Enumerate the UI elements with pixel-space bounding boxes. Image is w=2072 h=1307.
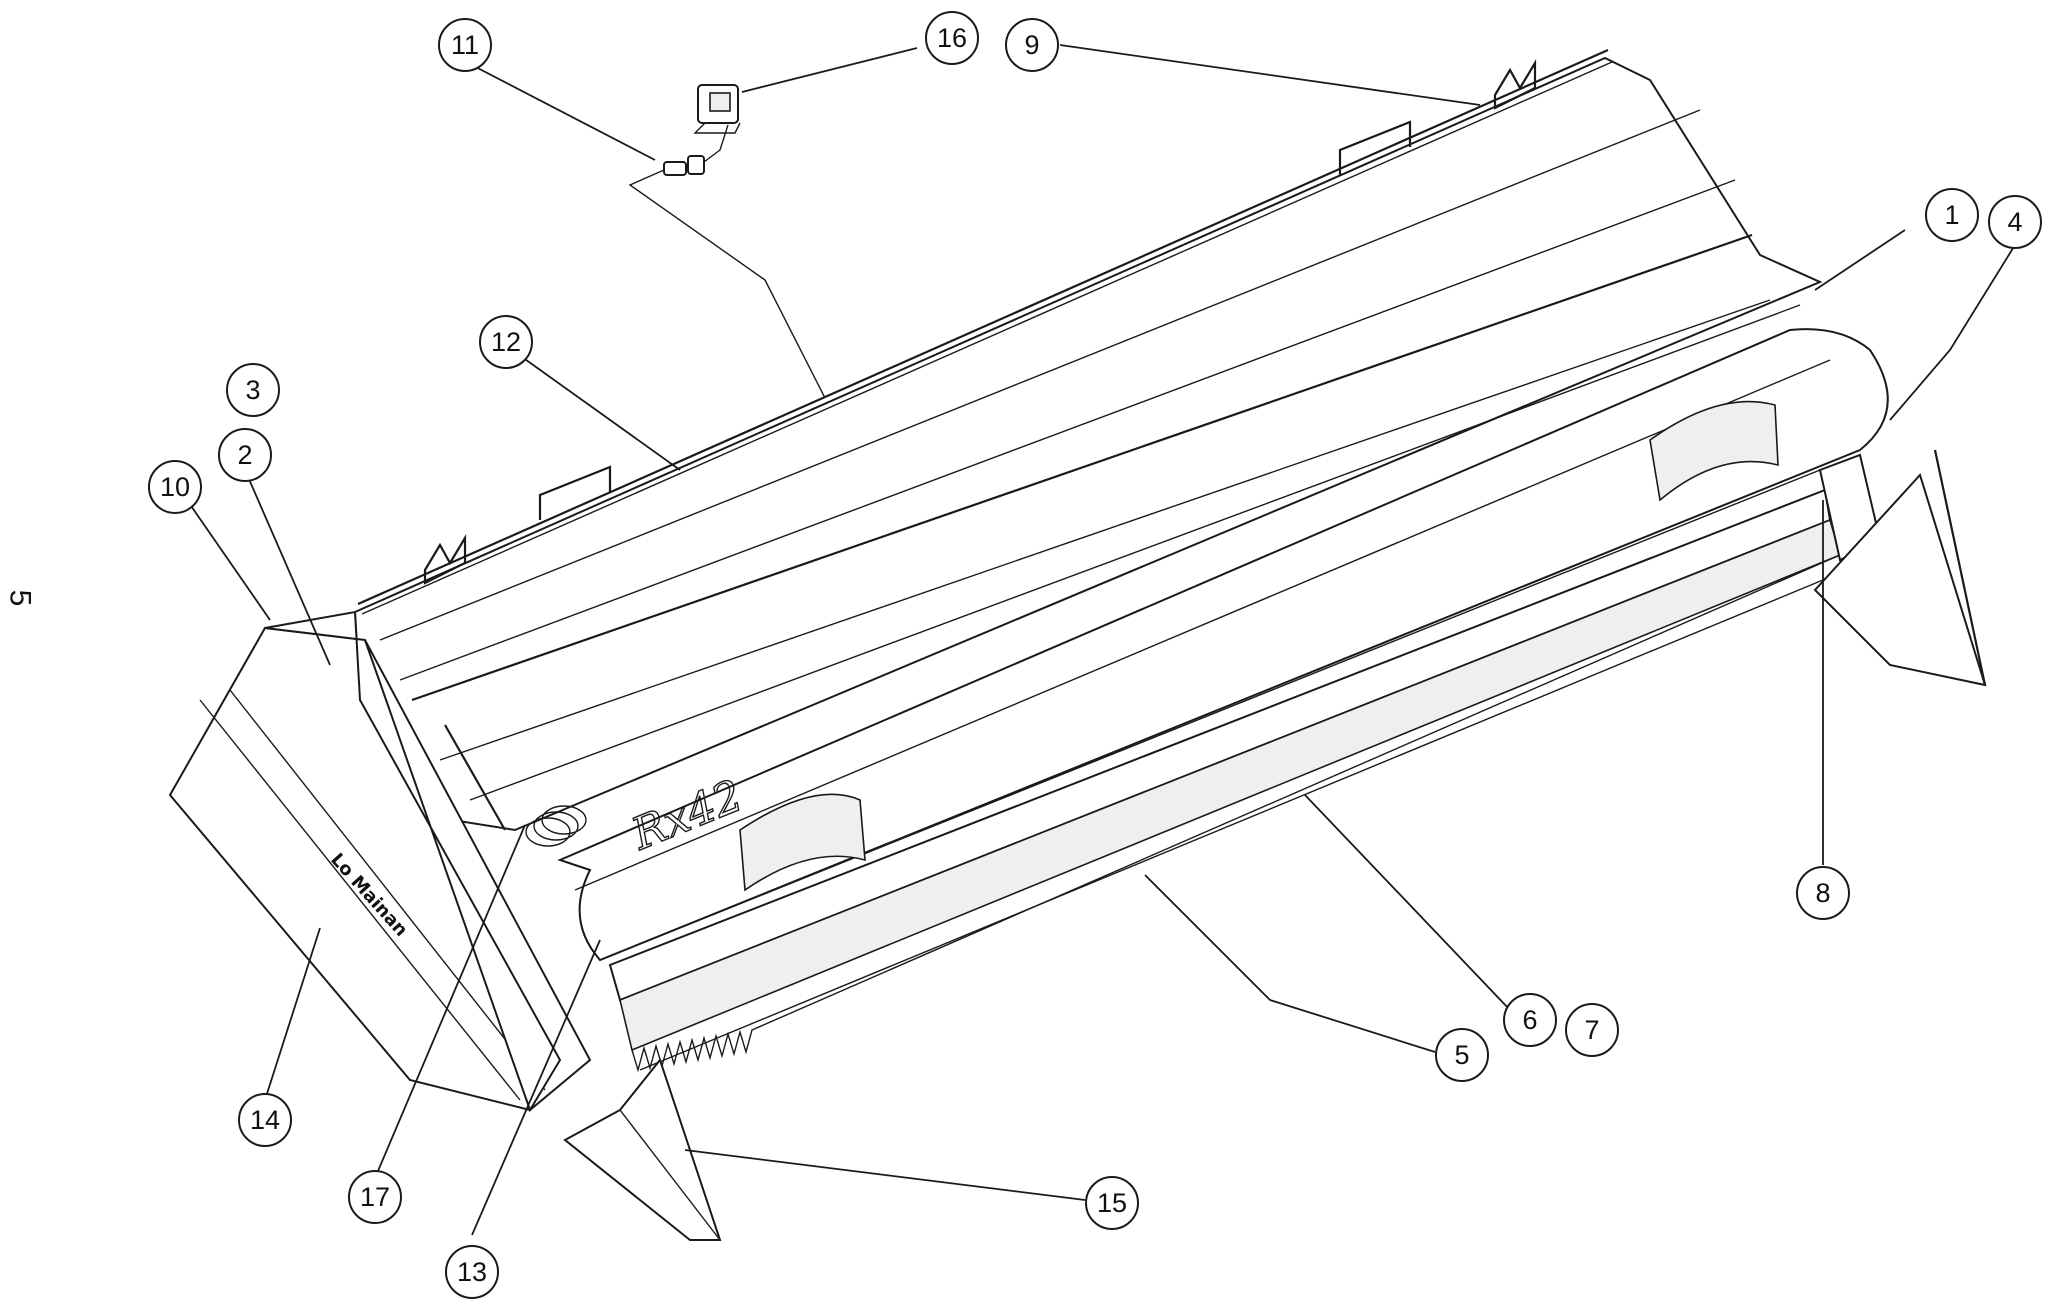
svg-text:10: 10 xyxy=(160,472,190,502)
hood-fold-line xyxy=(469,304,1801,801)
callout-12: 12 xyxy=(479,315,533,369)
callout-11: 11 xyxy=(438,18,492,72)
callout-7: 7 xyxy=(1565,1003,1619,1057)
leader-14 xyxy=(264,927,321,1101)
svg-text:14: 14 xyxy=(250,1105,280,1135)
svg-text:4: 4 xyxy=(2007,207,2022,237)
cover-window-right xyxy=(1649,400,1779,502)
top-rail xyxy=(357,48,1609,606)
svg-text:11: 11 xyxy=(451,30,479,60)
svg-text:2: 2 xyxy=(237,440,252,470)
leader-4 xyxy=(1889,244,2016,421)
callout-3: 3 xyxy=(226,363,280,417)
callout-2: 2 xyxy=(218,428,272,482)
top-rail xyxy=(361,61,1613,615)
svg-text:7: 7 xyxy=(1584,1015,1599,1045)
reel-cover-edge xyxy=(599,469,1821,961)
leader-10 xyxy=(179,489,271,621)
svg-text:1: 1 xyxy=(1944,200,1959,230)
leader-5 xyxy=(1144,874,1436,1053)
leader-13 xyxy=(471,939,601,1236)
callout-17: 17 xyxy=(348,1170,402,1224)
cable-connector xyxy=(663,124,729,176)
left-crop-divider xyxy=(563,1057,722,1241)
right-divider-rod xyxy=(1933,449,1987,686)
callout-8: 8 xyxy=(1796,866,1850,920)
callout-6: 6 xyxy=(1503,993,1557,1047)
callout-bubbles: 1 2 3 4 5 6 7 8 xyxy=(148,11,2042,1299)
callout-9: 9 xyxy=(1005,18,1059,72)
reel-cover-edge xyxy=(574,359,1831,891)
leader-2 xyxy=(244,469,331,666)
leader-17 xyxy=(374,824,526,1179)
callout-15: 15 xyxy=(1085,1176,1139,1230)
lifting-bracket xyxy=(423,534,467,585)
callout-10: 10 xyxy=(148,460,202,514)
leader-lines xyxy=(179,44,2016,1236)
reel-drive-spring xyxy=(444,724,587,847)
leader-1 xyxy=(1814,229,1906,291)
svg-text:13: 13 xyxy=(457,1257,487,1287)
page-number: 5 xyxy=(4,590,37,607)
top-handle xyxy=(1338,120,1412,175)
leader-16 xyxy=(741,47,918,93)
front-reel-cover xyxy=(557,328,1889,962)
callout-4: 4 xyxy=(1988,195,2042,249)
knife-teeth xyxy=(631,554,1841,1073)
callout-16: 16 xyxy=(925,11,979,65)
hood-fold-line xyxy=(399,179,1736,681)
svg-text:3: 3 xyxy=(245,375,260,405)
leader-11 xyxy=(467,62,656,161)
control-box xyxy=(693,84,741,134)
callout-1: 1 xyxy=(1925,188,1979,242)
callout-5: 5 xyxy=(1435,1028,1489,1082)
svg-text:5: 5 xyxy=(1454,1040,1469,1070)
svg-text:16: 16 xyxy=(937,23,967,53)
leader-6 xyxy=(1304,794,1511,1011)
knife-guard-line xyxy=(639,574,1836,1071)
lifting-bracket xyxy=(1493,59,1537,110)
callout-14: 14 xyxy=(238,1093,292,1147)
cover-window-left xyxy=(739,793,866,892)
callout-13: 13 xyxy=(445,1245,499,1299)
svg-text:15: 15 xyxy=(1097,1188,1127,1218)
header-machine-body: Lo Mainan xyxy=(168,48,1987,1241)
left-end-plate xyxy=(264,610,562,1113)
svg-text:17: 17 xyxy=(360,1182,390,1212)
svg-text:12: 12 xyxy=(491,327,521,357)
wiring-cable xyxy=(628,169,826,399)
leader-9 xyxy=(1059,44,1481,106)
svg-text:6: 6 xyxy=(1522,1005,1537,1035)
top-handle xyxy=(538,465,612,520)
housing-edge xyxy=(229,689,546,1091)
hood-fold-line xyxy=(439,299,1771,761)
svg-text:9: 9 xyxy=(1024,30,1039,60)
hood-fold-line xyxy=(411,233,1753,702)
svg-text:8: 8 xyxy=(1815,878,1830,908)
housing-edge xyxy=(199,699,521,1101)
left-divider-edge xyxy=(619,1109,721,1241)
leader-15 xyxy=(684,1149,1086,1201)
leader-12 xyxy=(514,351,681,471)
hood-fold-line xyxy=(379,109,1701,641)
